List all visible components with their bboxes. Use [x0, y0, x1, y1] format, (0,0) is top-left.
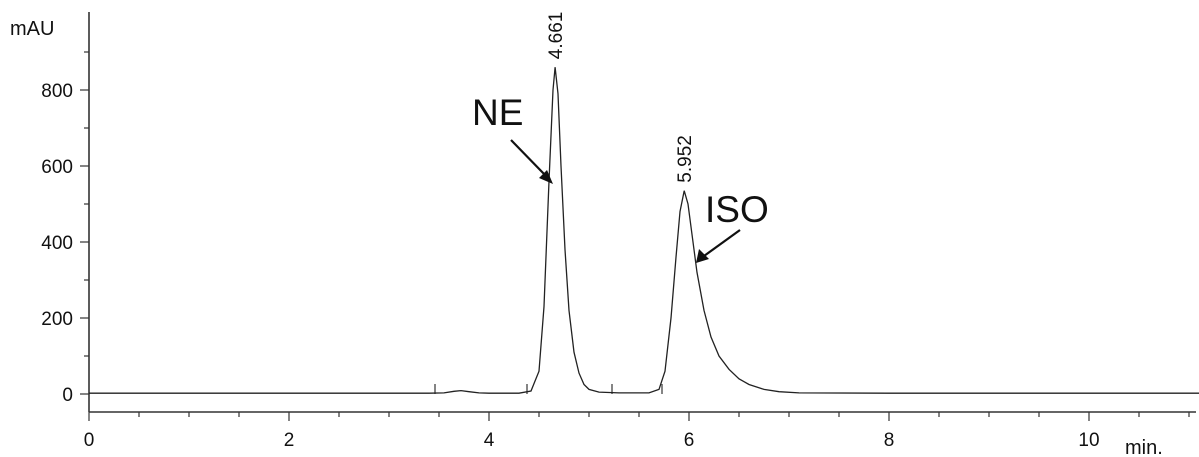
x-tick-label: 2 — [284, 430, 295, 451]
x-axis-ticks: 0 2 4 6 8 10 — [84, 412, 1190, 451]
chromatogram-trace — [89, 67, 1199, 394]
peak-retention-time-label: 4.661 — [546, 12, 567, 60]
y-tick-label: 800 — [41, 81, 73, 102]
arrow-ne-head — [539, 170, 553, 184]
y-axis-ticks: 0 200 400 600 800 — [41, 51, 89, 406]
y-axis-unit: mAU — [10, 18, 54, 40]
arrow-iso-shaft — [703, 229, 741, 257]
x-tick-label: 4 — [484, 430, 495, 451]
x-tick-label: 0 — [84, 430, 95, 451]
arrow-iso-head — [696, 249, 709, 263]
arrow-ne-shaft — [510, 139, 547, 177]
compound-label-iso: ISO — [705, 189, 769, 230]
y-axis: 0 200 400 600 800 mAU — [10, 12, 90, 412]
y-tick-label: 600 — [41, 157, 73, 178]
peak-retention-time-label: 5.952 — [675, 135, 696, 183]
x-tick-label: 6 — [684, 430, 695, 451]
y-tick-label: 400 — [41, 233, 73, 254]
arrow-ne — [510, 139, 553, 184]
y-tick-label: 0 — [62, 385, 73, 406]
x-tick-label: 10 — [1078, 430, 1099, 451]
y-tick-label: 200 — [41, 309, 73, 330]
arrow-iso — [696, 229, 741, 263]
x-axis: 0 2 4 6 8 10 min. — [84, 411, 1196, 457]
x-tick-label: 8 — [884, 430, 895, 451]
compound-label-ne: NE — [472, 92, 523, 133]
x-axis-unit: min. — [1125, 437, 1163, 457]
